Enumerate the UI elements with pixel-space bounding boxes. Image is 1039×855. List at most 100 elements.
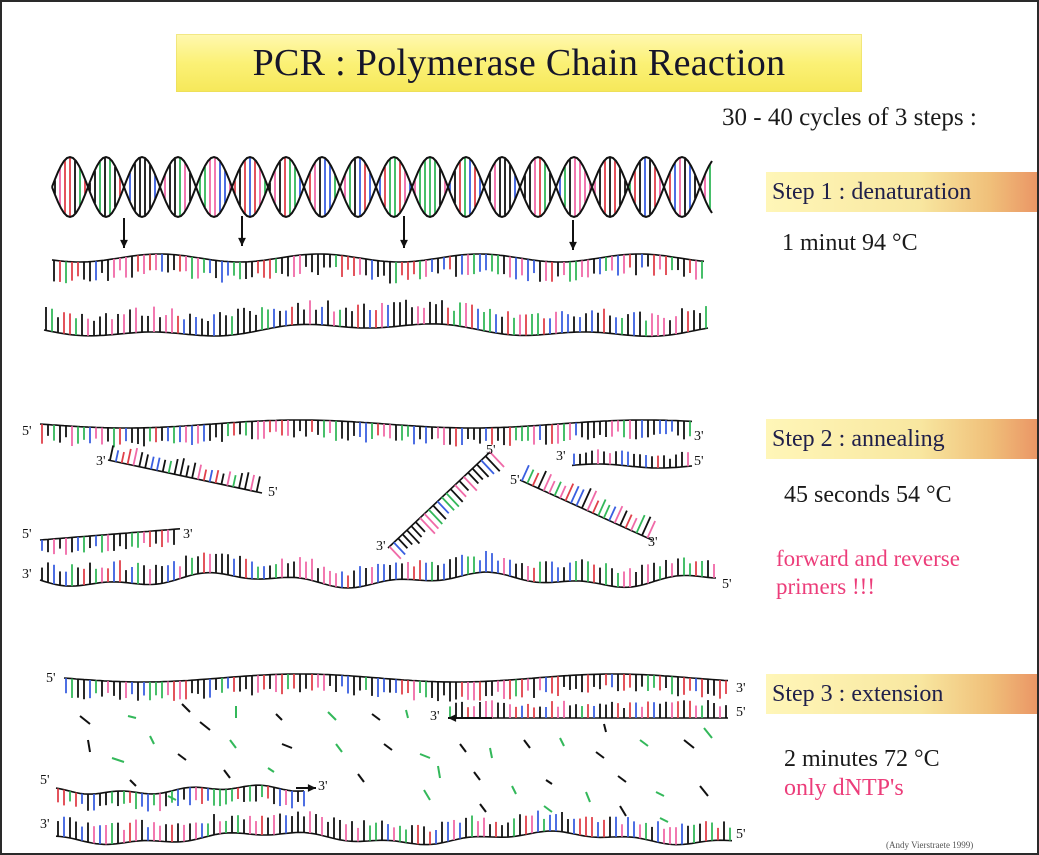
end-label-5prime: 5' [40,774,50,788]
free-nucleotide [358,774,364,782]
arrow-head [308,784,316,792]
end-label-5prime: 5' [694,455,704,469]
base-tick [221,474,223,485]
base-tick [420,518,435,534]
free-nucleotide [704,728,712,738]
base-tick [163,460,166,472]
free-nucleotide [328,712,336,720]
end-label-5prime: 5' [486,444,496,458]
free-nucleotide [80,716,90,724]
cycles-text: 30 - 40 cycles of 3 steps : [722,104,977,132]
credit-text: (Andy Vierstraete 1999) [886,840,973,850]
base-tick [210,470,213,482]
arrow-head [238,238,246,246]
base-tick [544,474,552,491]
base-tick [122,452,124,463]
free-nucleotide [618,776,626,782]
step-3-label: Step 3 : extension [766,674,1039,714]
base-tick [416,522,425,532]
free-nucleotide [150,736,154,744]
base-tick [110,445,113,460]
base-tick [398,538,407,548]
free-nucleotide [512,786,516,794]
base-tick [174,459,177,474]
base-tick [424,514,438,529]
end-label-5prime: 5' [722,578,732,592]
end-label-5prime: 5' [736,828,746,842]
base-tick [251,475,254,491]
end-label-3prime: 3' [376,540,386,554]
base-tick [133,448,137,465]
free-nucleotide [620,806,626,816]
end-label-3prime: 3' [736,682,746,696]
free-nucleotide [424,790,430,800]
base-tick [631,518,637,530]
base-tick [626,515,632,528]
end-label-5prime: 5' [22,425,32,439]
base-tick [192,463,195,478]
base-tick [549,481,555,493]
end-label-3prime: 3' [318,780,328,794]
base-tick [593,501,599,513]
end-label-3prime: 3' [183,528,193,542]
base-tick [609,507,615,521]
primer-diagonal [388,452,490,548]
free-nucleotide [268,768,274,772]
free-nucleotide [544,806,552,812]
free-nucleotide [546,780,552,784]
base-tick [157,458,160,471]
free-nucleotide [372,714,380,720]
base-tick [555,482,561,496]
base-tick [533,473,539,486]
free-nucleotide [224,770,230,778]
primers-note-line1: forward and reverse [776,546,960,572]
free-nucleotide [480,804,486,812]
free-nucleotide [384,744,392,750]
base-tick [227,471,230,485]
end-label-5prime: 5' [268,486,278,500]
base-tick [204,470,206,481]
base-tick [233,475,235,487]
extended-strand-left [40,529,180,540]
free-nucleotide [460,744,466,752]
base-tick [216,470,219,483]
step-2-condition: 45 seconds 54 °C [784,482,952,509]
step-2-label: Step 2 : annealing [766,419,1039,459]
end-label-5prime: 5' [22,528,32,542]
free-nucleotide [282,744,292,748]
primers-note-line2: primers !!! [776,574,875,600]
base-tick [245,472,249,489]
dntp-note: only dNTP's [784,775,904,802]
base-tick [620,511,627,526]
free-nucleotide [420,754,430,758]
base-tick [598,500,605,516]
free-nucleotide [660,818,668,822]
end-label-3prime: 3' [40,818,50,832]
free-nucleotide [640,740,648,746]
end-label-3prime: 3' [430,710,440,724]
primer-right-top [572,464,692,468]
free-nucleotide [230,740,236,748]
free-nucleotide [88,740,90,752]
free-nucleotide [474,772,480,780]
free-nucleotide [130,780,136,786]
free-nucleotide [200,722,210,730]
end-label-3prime: 3' [22,568,32,582]
end-label-5prime: 5' [736,706,746,720]
base-tick [486,456,500,471]
base-tick [151,457,154,470]
free-nucleotide [182,704,190,712]
base-tick [169,461,172,473]
end-label-5prime: 5' [510,474,520,488]
free-nucleotide [178,754,186,760]
step-1-label: Step 1 : denaturation [766,172,1039,212]
free-nucleotide [596,752,604,758]
step-3-condition: 2 minutes 72 °C [784,746,940,773]
free-nucleotide [112,758,124,762]
base-tick [180,458,184,475]
free-nucleotide [490,748,492,758]
base-tick [257,476,260,491]
base-tick [604,505,610,518]
base-tick [145,454,148,468]
